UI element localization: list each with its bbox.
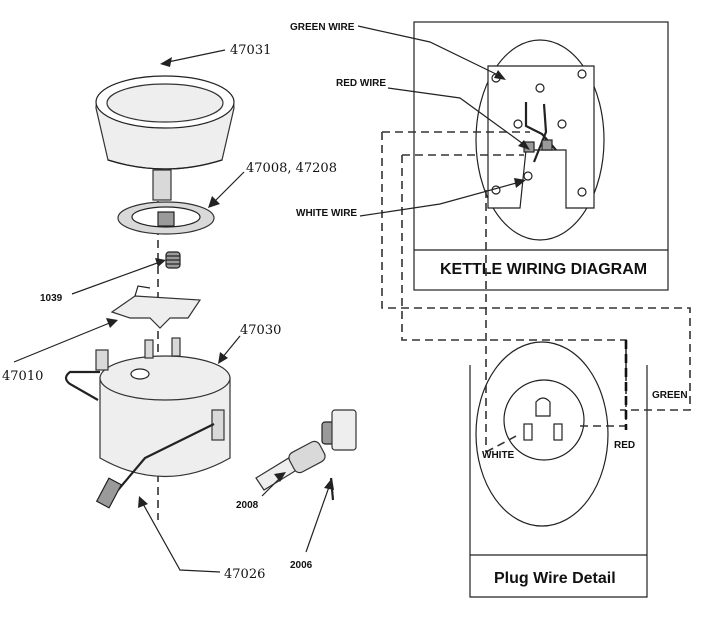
kettle-part [64, 337, 231, 509]
plug-white-label: WHITE [482, 450, 515, 461]
wire-leaders [357, 25, 530, 217]
kettle-wiring-panel [413, 21, 669, 291]
part-number-47008-47208: 47008, 47208 [246, 161, 337, 176]
kettle-wiring-diagram-title: KETTLE WIRING DIAGRAM [440, 261, 647, 278]
part-number-47026: 47026 [224, 567, 265, 582]
part-number-47031: 47031 [230, 43, 271, 58]
part-number-47030: 47030 [240, 323, 281, 338]
spring-part [165, 251, 181, 269]
red-wire-label: RED WIRE [336, 78, 386, 89]
part-number-1039: 1039 [40, 293, 63, 304]
switch-part [255, 409, 357, 491]
leader-lines [13, 49, 334, 573]
plug-detail-panel [469, 341, 648, 598]
white-wire-label: WHITE WIRE [296, 208, 357, 219]
part-number-2008: 2008 [236, 500, 259, 511]
part-number-47010: 47010 [2, 369, 43, 384]
wire-paths [381, 131, 691, 453]
gasket-part [117, 201, 215, 235]
plug-red-label: RED [614, 440, 635, 451]
part-number-2006: 2006 [290, 560, 313, 571]
green-wire-label: GREEN WIRE [290, 22, 355, 33]
plug-green-label: GREEN [652, 390, 688, 401]
bracket-part [110, 285, 202, 329]
plug-wire-detail-title: Plug Wire Detail [494, 570, 616, 587]
lid-part [95, 75, 235, 201]
